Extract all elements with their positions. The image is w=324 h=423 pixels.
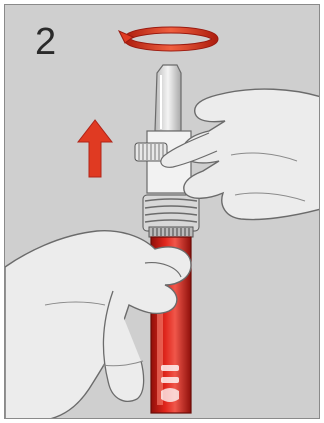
rotate-arrow-icon (119, 30, 215, 48)
needle-cap (155, 65, 181, 131)
up-arrow-icon (78, 120, 112, 177)
instruction-panel: 2 (4, 4, 320, 419)
illustration (5, 5, 320, 419)
pen-thread (143, 195, 199, 237)
